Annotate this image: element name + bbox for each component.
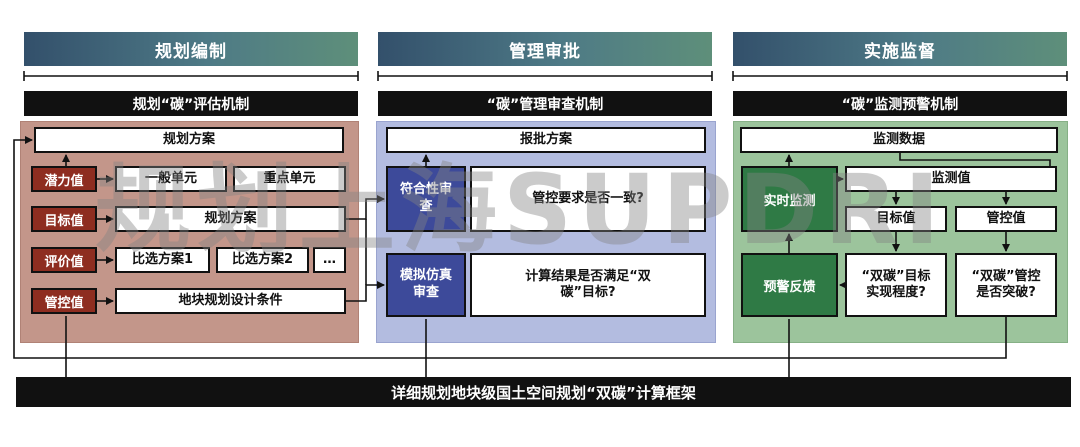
alt-plan-1-box: 比选方案1	[115, 247, 210, 273]
unit-general-box: 一般单元	[115, 166, 227, 192]
monitor-top-box: 监测数据	[740, 127, 1058, 153]
phase-plan-title: 规划编制	[24, 32, 358, 66]
compliance-question: 管控要求是否一致?	[470, 166, 706, 232]
plan-mechanism: 规划“碳”评估机制	[24, 91, 358, 116]
label-potential: 潜力值	[31, 166, 97, 192]
control-value-box: 管控值	[955, 206, 1057, 232]
target-plan-box: 规划方案	[115, 206, 346, 232]
monitor-mechanism: “碳”监测预警机制	[733, 91, 1067, 116]
plan-top-box: 规划方案	[34, 127, 344, 153]
control-breach-question: “双碳”管控是否突破?	[955, 253, 1057, 317]
monitor-value-box: 监测值	[845, 166, 1057, 192]
alt-plan-2-box: 比选方案2	[216, 247, 309, 273]
compliance-review-label: 符合性审查	[386, 166, 466, 232]
warning-feedback-label: 预警反馈	[741, 253, 838, 317]
phase-review-title: 管理审批	[378, 32, 712, 66]
calculation-framework-bar: 详细规划地块级国土空间规划“双碳”计算框架	[16, 377, 1071, 407]
phase-monitor-title: 实施监督	[733, 32, 1067, 66]
simulation-review-label: 模拟仿真审查	[386, 253, 466, 317]
review-top-box: 报批方案	[386, 127, 706, 153]
alt-plan-more-box: …	[313, 247, 346, 273]
condition-box: 地块规划设计条件	[115, 288, 346, 314]
unit-key-box: 重点单元	[233, 166, 346, 192]
label-control: 管控值	[31, 288, 97, 314]
realtime-monitor-label: 实时监测	[741, 166, 838, 232]
label-target: 目标值	[31, 206, 97, 232]
target-value-box: 目标值	[845, 206, 947, 232]
simulation-question: 计算结果是否满足“双碳”目标?	[470, 253, 706, 317]
review-mechanism: “碳”管理审查机制	[378, 91, 712, 116]
target-achievement-question: “双碳”目标实现程度?	[845, 253, 947, 317]
label-evaluation: 评价值	[31, 247, 97, 273]
